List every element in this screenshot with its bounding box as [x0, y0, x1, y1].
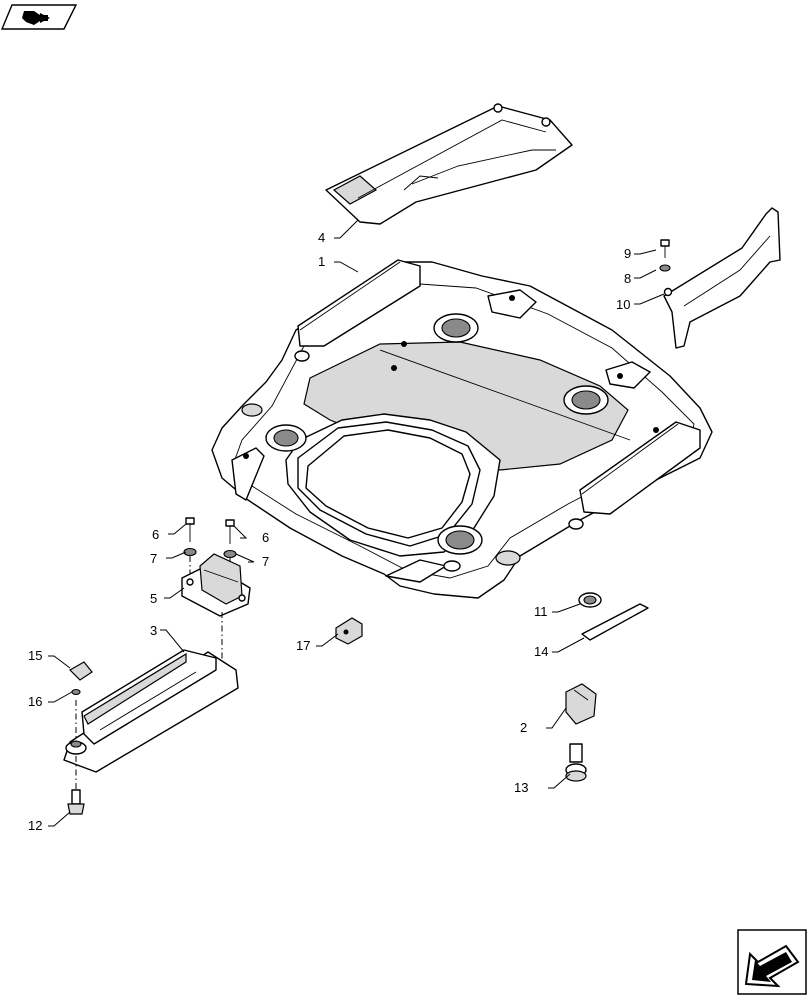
callout-11: 11 — [534, 604, 548, 619]
callout-17: 17 — [296, 638, 310, 653]
callout-6-left: 6 — [152, 527, 159, 542]
part-mount-block — [181, 553, 251, 617]
part-nut-16 — [71, 688, 81, 696]
callout-9: 9 — [624, 246, 631, 261]
arrow-forward-icon[interactable] — [737, 929, 807, 995]
part-clip-15 — [69, 661, 93, 681]
callout-14: 14 — [534, 644, 548, 659]
arrow-back-icon[interactable] — [0, 4, 78, 30]
part-bracket — [663, 207, 781, 349]
part-grommet-11 — [578, 592, 602, 608]
callout-1: 1 — [318, 254, 325, 269]
part-connector-17 — [335, 617, 363, 645]
part-screw-6-right — [225, 519, 235, 544]
callout-16: 16 — [28, 694, 42, 709]
callout-5: 5 — [150, 591, 157, 606]
callout-15: 15 — [28, 648, 42, 663]
part-tray — [63, 649, 239, 773]
callout-10: 10 — [616, 297, 630, 312]
callout-2: 2 — [520, 720, 527, 735]
part-cover-panel — [325, 103, 573, 225]
callout-4: 4 — [318, 230, 325, 245]
part-washer-8 — [659, 264, 671, 272]
part-washer-7-left — [183, 547, 197, 557]
callout-13: 13 — [514, 780, 528, 795]
callout-7-right: 7 — [262, 554, 269, 569]
leader-lines — [48, 219, 665, 827]
callout-12: 12 — [28, 818, 42, 833]
part-screw-6-left — [185, 517, 195, 542]
part-damper-2 — [565, 683, 597, 725]
part-strip-14 — [581, 603, 649, 641]
part-washer-7-right — [223, 549, 237, 559]
part-screw-9 — [660, 239, 670, 258]
part-pin-13 — [565, 743, 587, 782]
part-main-frame — [211, 259, 713, 599]
callout-6-right: 6 — [262, 530, 269, 545]
callout-7-left: 7 — [150, 551, 157, 566]
callout-8: 8 — [624, 271, 631, 286]
callout-3: 3 — [150, 623, 157, 638]
part-bolt-12 — [67, 789, 85, 815]
